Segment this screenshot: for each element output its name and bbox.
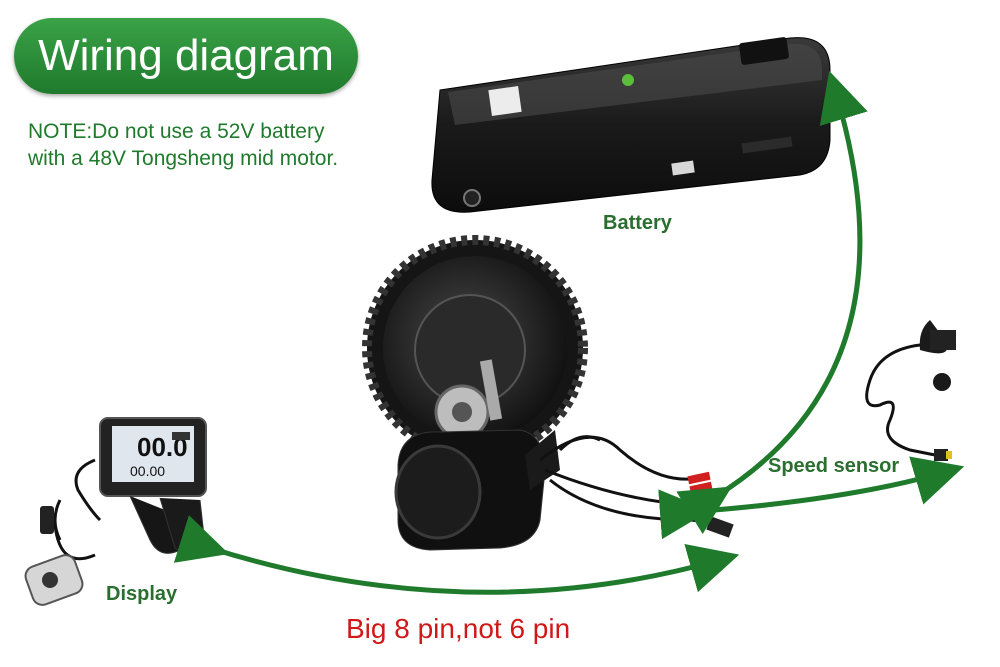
- motor-connector: [706, 516, 734, 538]
- page-title: Wiring diagram: [38, 31, 334, 80]
- red-connector: [687, 471, 713, 495]
- speed-sensor-arrow: [658, 456, 965, 540]
- motor-image: [362, 235, 588, 551]
- speed-sensor-image: [865, 320, 956, 461]
- display-odometer-readout: 00.00: [130, 463, 165, 479]
- motor-cables: [539, 435, 727, 531]
- connector-warning-label: Big 8 pin,not 6 pin: [346, 613, 571, 644]
- battery-label: Battery: [603, 212, 672, 234]
- battery-image: [431, 37, 831, 213]
- speed-sensor-label: Speed sensor: [768, 455, 900, 477]
- display-label: Display: [106, 583, 178, 605]
- display-image: 00.0 00.00: [24, 417, 207, 606]
- title-banner: Wiring diagram: [14, 18, 358, 94]
- note-text: NOTE:Do not use a 52V battery with a 48V…: [28, 120, 339, 170]
- display-arrow: [173, 515, 740, 595]
